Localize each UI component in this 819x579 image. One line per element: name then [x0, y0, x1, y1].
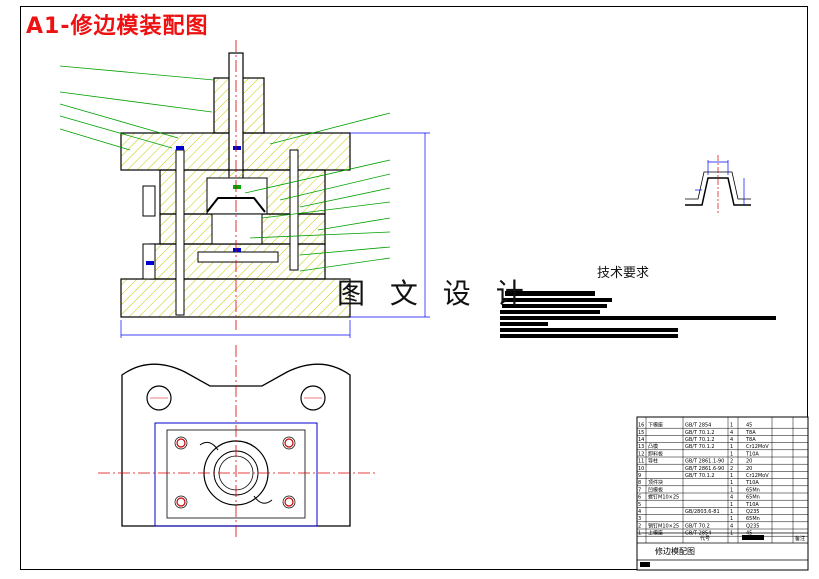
- watermark-text: 图 文 设 计: [337, 277, 532, 310]
- tb-cell-name: 下模座: [648, 422, 663, 429]
- tb-cell-qty: 4: [730, 495, 733, 501]
- tb-cell-no: 11: [638, 459, 644, 465]
- tb-cell-name: 上模座: [648, 530, 663, 537]
- drawing-frame: [20, 6, 808, 570]
- tb-cell-name: 凸模: [648, 443, 658, 450]
- tb-drawing-name: 修边模配图: [655, 546, 695, 556]
- tb-cell-std: GB/T 2861.1-90: [685, 459, 724, 465]
- tb-cell-std: GB/T 2861.6-90: [685, 466, 724, 472]
- tb-cell-std: GB/2803.6-81: [685, 509, 720, 515]
- tb-cell-mat: 65Mn: [746, 495, 760, 501]
- tb-cell-mat: Cr12MoV: [746, 444, 769, 450]
- tb-cell-qty: 2: [730, 459, 733, 465]
- tb-cell-no: 6: [638, 495, 641, 501]
- leader-lines: [59, 65, 391, 272]
- tb-cell-mat: Q235: [746, 523, 759, 529]
- tb-cell-no: 13: [638, 444, 644, 450]
- tb-cell-no: 5: [638, 502, 641, 508]
- tb-cell-mat: Cr12MoV: [746, 473, 769, 479]
- tb-cell-std: GB/T 70.1.2: [685, 437, 715, 443]
- tb-cell-no: 7: [638, 487, 641, 493]
- tb-cell-qty: 1: [730, 444, 733, 450]
- tb-cell-no: 2: [638, 523, 641, 529]
- tb-cell-qty: 1: [730, 516, 733, 522]
- tb-cell-qty: 1: [730, 531, 733, 537]
- tb-cell-mat: T10A: [745, 451, 759, 457]
- tb-cell-no: 9: [638, 473, 641, 479]
- tb-cell-std: GB/T 2854: [685, 423, 711, 429]
- tb-cell-qty: 4: [730, 430, 733, 436]
- tb-cell-std: GB/T 70.2: [685, 523, 710, 529]
- tb-cell-mat: 20: [746, 459, 752, 465]
- tb-cell-qty: 2: [730, 466, 733, 472]
- tb-cell-no: 10: [638, 466, 644, 472]
- lower-die-base: [120, 278, 351, 318]
- tb-cell-no: 15: [638, 430, 644, 436]
- part-sketch: [685, 155, 751, 215]
- tb-cell-qty: 1: [730, 423, 733, 429]
- tb-cell-std: GB/T 70.1.2: [685, 430, 715, 436]
- tb-cell-std: GB/T 70.1.2: [685, 444, 715, 450]
- tb-cell-qty: 4: [730, 523, 733, 529]
- tb-cell-qty: 1: [730, 509, 733, 515]
- tb-cell-qty: 1: [730, 473, 733, 479]
- tb-cell-no: 16: [638, 423, 644, 429]
- tb-col-note: 备注: [795, 535, 805, 542]
- tb-cell-name: 凹模板: [648, 486, 663, 493]
- tb-cell-mat: 20: [746, 466, 752, 472]
- tb-cell-name: 导柱: [648, 458, 658, 465]
- part-profile: [206, 197, 266, 213]
- tech-requirements-title: 技术要求: [597, 266, 650, 281]
- tb-col-code: 代号: [700, 535, 710, 542]
- tb-cell-no: 1: [638, 531, 641, 537]
- drawing-title: A1-修边模装配图: [26, 14, 209, 39]
- tb-cell-mat: Q235: [746, 509, 759, 515]
- tb-cell-qty: 1: [730, 502, 733, 508]
- tb-cell-no: 8: [638, 480, 641, 486]
- tb-cell-no: 4: [638, 509, 641, 515]
- tb-cell-name: 销钉M10×25: [648, 522, 679, 529]
- tb-cell-no: 14: [638, 437, 644, 443]
- tb-cell-name: 卸料板: [648, 450, 663, 457]
- tb-cell-std: GB/T 2854: [685, 531, 711, 537]
- guide-pillar-right: [289, 149, 299, 271]
- tb-cell-name: 螺钉M10×25: [648, 494, 679, 501]
- tb-cell-mat: 65Mn: [746, 516, 760, 522]
- tb-cell-qty: 1: [730, 451, 733, 457]
- tb-cell-mat: 45: [746, 531, 752, 537]
- tb-cell-mat: 45: [746, 423, 752, 429]
- tb-cell-no: 3: [638, 516, 641, 522]
- tb-cell-mat: T8A: [745, 437, 756, 443]
- tb-cell-std: GB/T 70.1.2: [685, 473, 715, 479]
- tb-cell-mat: T10A: [745, 480, 759, 486]
- tb-cell-qty: 1: [730, 480, 733, 486]
- tb-cell-mat: 65Mn: [746, 487, 760, 493]
- punch-cavity: [206, 177, 268, 215]
- dimension-lines: [120, 132, 430, 338]
- tech-requirements-redacted: [500, 291, 776, 338]
- front-section-view: [59, 40, 430, 338]
- tb-cell-qty: 4: [730, 437, 733, 443]
- tb-cell-no: 12: [638, 451, 644, 457]
- tb-cell-mat: T10A: [745, 502, 759, 508]
- tb-cell-mat: T8A: [745, 430, 756, 436]
- guide-pillar-left: [175, 149, 185, 316]
- top-view: [98, 345, 375, 540]
- tb-cell-name: 顶件块: [648, 479, 663, 486]
- tb-cell-qty: 1: [730, 487, 733, 493]
